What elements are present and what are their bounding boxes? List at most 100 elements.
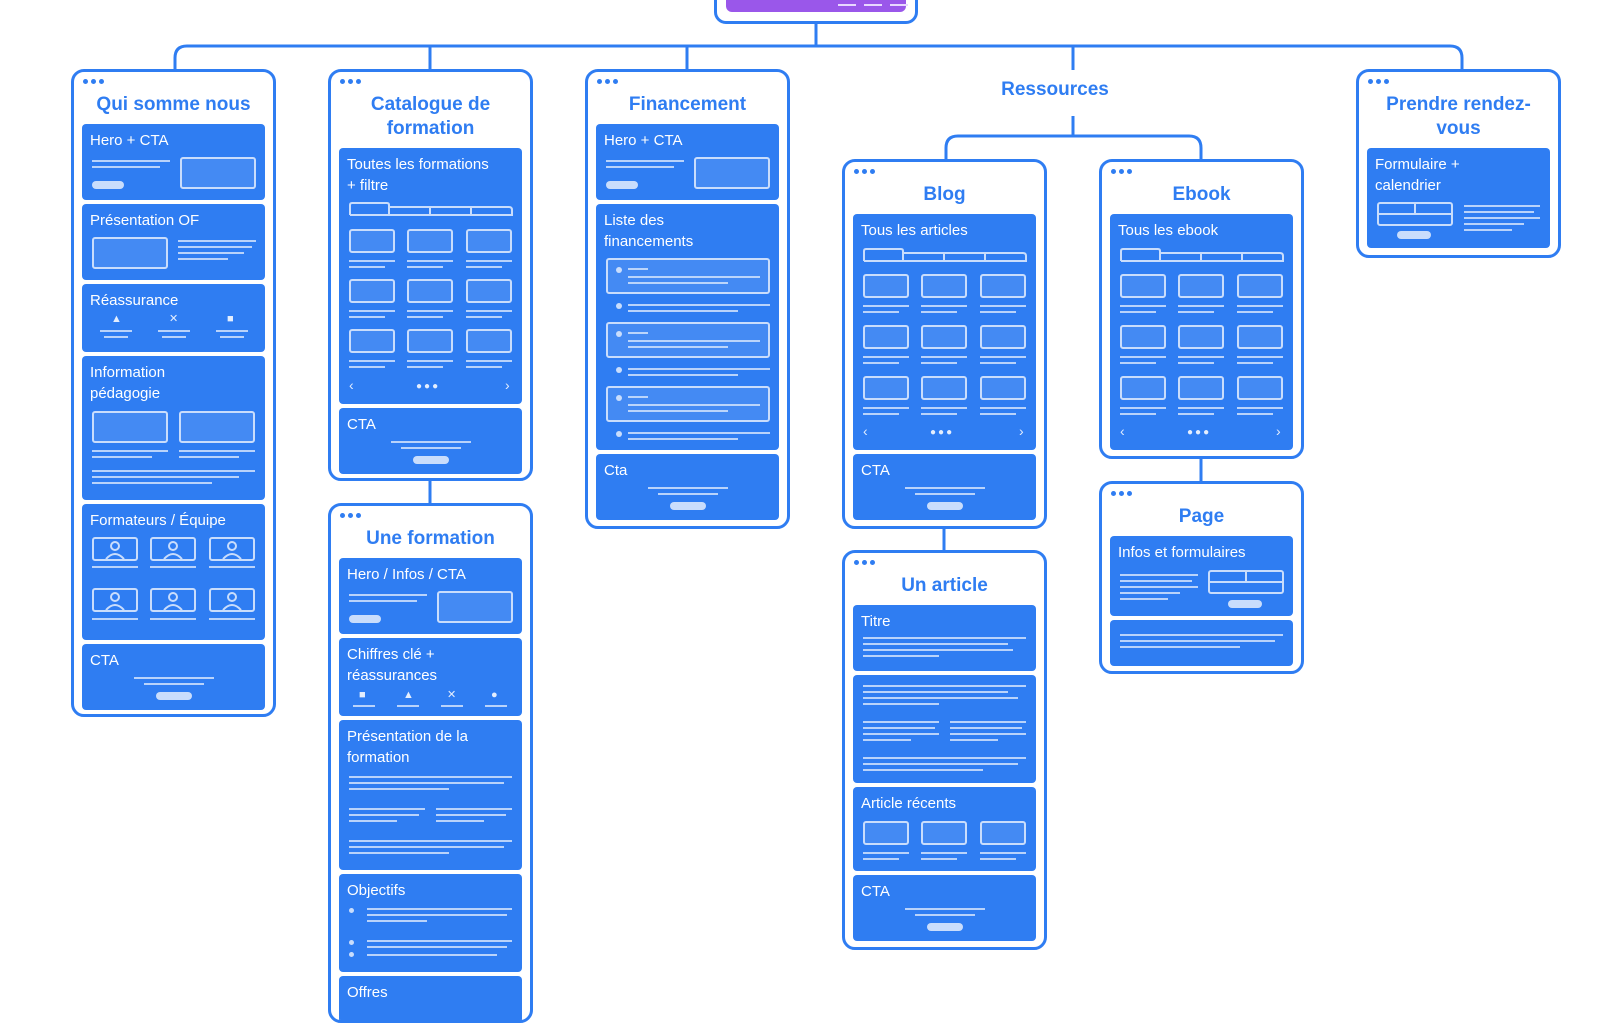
triangle-icon: ▲ [403, 689, 414, 701]
wire-line [1464, 205, 1540, 207]
page-title: Une formation [366, 528, 495, 549]
filter-tabs [349, 202, 513, 221]
wire-line [921, 305, 967, 307]
section-label: Chiffres clé + réassurances [347, 646, 438, 684]
wire-card [349, 329, 395, 353]
bullet-icon [349, 940, 354, 945]
chevron-left-icon: ‹ [863, 423, 868, 439]
section-hero-infos-cta[interactable]: Hero / Infos / CTA [339, 558, 522, 634]
wire-line [1237, 362, 1273, 364]
wire-line [628, 310, 738, 312]
wire-line [1120, 362, 1156, 364]
wire-line [1178, 362, 1214, 364]
section-label: Formateurs / Équipe [90, 512, 226, 529]
wire-line [349, 782, 504, 784]
section-infos-formulaires[interactable]: Infos et formulaires [1110, 536, 1293, 616]
wire-line [436, 814, 506, 816]
wire-line [178, 258, 228, 260]
page-page[interactable]: Page Infos et formulaires [1099, 481, 1304, 674]
section-tous-les-articles[interactable]: Tous les articles ‹ ●●● › [853, 214, 1036, 450]
wire-card [980, 274, 1026, 298]
wire-card [1237, 376, 1283, 400]
wire-line [863, 703, 939, 705]
page-ebook[interactable]: Ebook Tous les ebook ‹ ●●● › [1099, 159, 1304, 459]
wire-button [927, 923, 963, 931]
wire-line [628, 276, 760, 278]
wire-line [209, 566, 255, 568]
section-toutes-les-formations[interactable]: Toutes les formations + filtre ‹ ●●● › [339, 148, 522, 404]
wire-line [863, 637, 1026, 639]
wire-line [628, 396, 648, 398]
section-information-pedagogie[interactable]: Information pédagogie [82, 356, 265, 500]
wire-line [466, 266, 502, 268]
section-tous-les-ebook[interactable]: Tous les ebook ‹ ●●● › [1110, 214, 1293, 450]
wire-line [466, 316, 502, 318]
wire-card [863, 821, 909, 845]
wire-line [863, 691, 1008, 693]
wire-line [92, 566, 138, 568]
section-label: Cta [604, 462, 628, 479]
window-dots-icon [854, 560, 875, 565]
wire-line [1120, 413, 1156, 415]
page-une-formation[interactable]: Une formation Hero / Infos / CTA Chiffre… [328, 503, 533, 1023]
window-dots-icon [854, 169, 875, 174]
root-page-header [726, 0, 908, 12]
wire-line [950, 733, 1026, 735]
wire-line [1120, 640, 1275, 642]
page-catalogue-de-formation[interactable]: Catalogue de formation Toutes les format… [328, 69, 533, 481]
section-contenu-article[interactable] [853, 675, 1036, 783]
section-article-recents[interactable]: Article récents [853, 787, 1036, 871]
wire-line [980, 407, 1026, 409]
section-label: Information pédagogie [90, 364, 166, 402]
page-title: Un article [901, 575, 988, 596]
wire-line [905, 908, 985, 910]
section-cta[interactable]: Cta [596, 454, 779, 520]
section-liste-financements[interactable]: Liste des financements [596, 204, 779, 450]
square-icon: ■ [227, 313, 234, 325]
section-contenu[interactable] [1110, 620, 1293, 666]
wire-card [1237, 325, 1283, 349]
ressources-branch-label: Ressources [1001, 79, 1109, 100]
wire-image [694, 157, 770, 189]
section-hero-cta[interactable]: Hero + CTA [82, 124, 265, 200]
section-presentation-of[interactable]: Présentation OF [82, 204, 265, 280]
page-prendre-rendez-vous[interactable]: Prendre rendez-vous Formulaire + calendr… [1356, 69, 1561, 258]
section-label: CTA [861, 462, 890, 479]
wire-line [407, 360, 453, 362]
page-title: Qui somme nous [96, 94, 251, 115]
wire-line [1237, 356, 1283, 358]
section-label: Titre [861, 613, 891, 630]
wire-line [863, 733, 939, 735]
wire-line [921, 852, 967, 854]
wire-card [466, 229, 512, 253]
page-un-article[interactable]: Un article Titre Article récents [842, 550, 1047, 950]
section-cta[interactable]: CTA [853, 454, 1036, 520]
section-presentation-formation[interactable]: Présentation de la formation [339, 720, 522, 870]
section-titre[interactable]: Titre [853, 605, 1036, 671]
section-chiffres-cle[interactable]: Chiffres clé + réassurances ■ ▲ ✕ ● [339, 638, 522, 716]
page-qui-somme-nous[interactable]: Qui somme nous Hero + CTA Présentation O… [71, 69, 276, 717]
section-cta[interactable]: CTA [339, 408, 522, 474]
section-label: Toutes les formations + filtre [347, 156, 489, 194]
wire-line [179, 456, 239, 458]
section-formulaire-calendrier[interactable]: Formulaire + calendrier [1367, 148, 1550, 248]
wire-line [863, 362, 899, 364]
wire-card [863, 274, 909, 298]
wire-line [92, 456, 152, 458]
wire-line [950, 727, 1022, 729]
wire-line [921, 311, 957, 313]
section-cta[interactable]: CTA [853, 875, 1036, 941]
wire-line [863, 649, 1013, 651]
page-blog[interactable]: Blog Tous les articles ‹ ●●● › [842, 159, 1047, 529]
section-formateurs-equipe[interactable]: Formateurs / Équipe [82, 504, 265, 640]
section-objectifs[interactable]: Objectifs [339, 874, 522, 972]
section-reassurance[interactable]: Réassurance ▲ ✕ ■ [82, 284, 265, 352]
wire-button [670, 502, 706, 510]
wire-line [921, 362, 957, 364]
root-page-node[interactable] [714, 0, 918, 24]
page-financement[interactable]: Financement Hero + CTA Liste des finance… [585, 69, 790, 529]
triangle-icon: ▲ [111, 313, 122, 325]
wire-line [863, 655, 939, 657]
section-cta[interactable]: CTA [82, 644, 265, 710]
section-hero-cta[interactable]: Hero + CTA [596, 124, 779, 200]
